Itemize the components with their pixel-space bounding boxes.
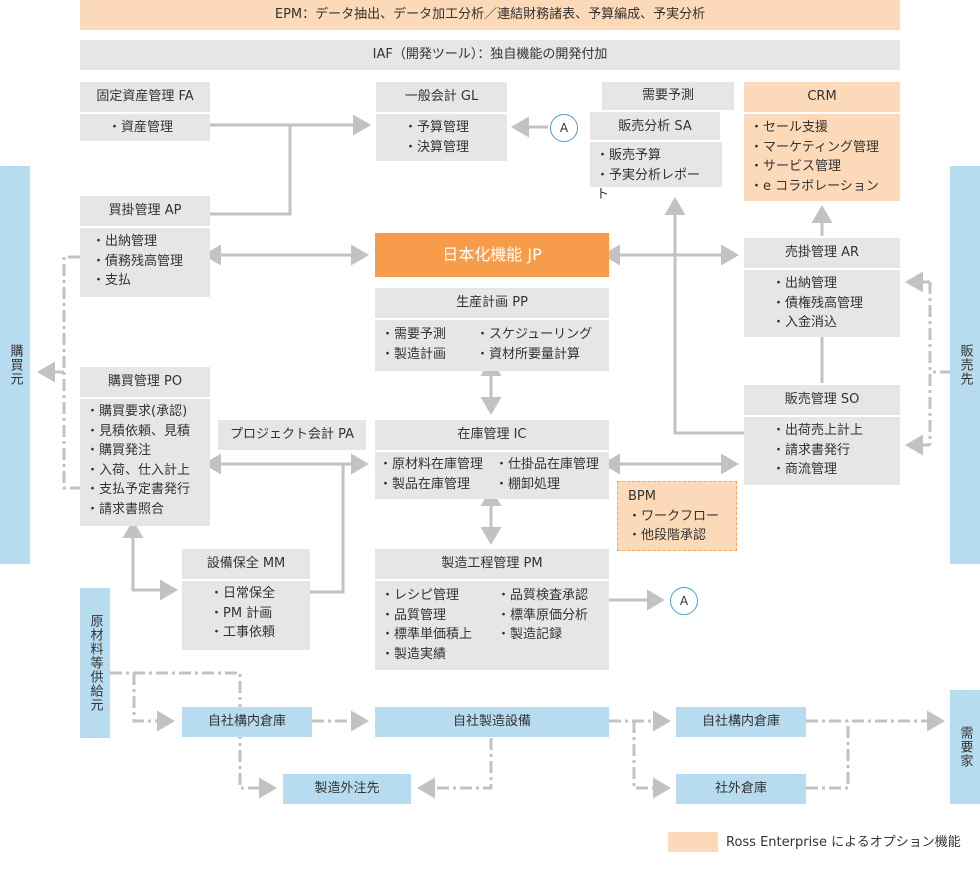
own-factory[interactable]: 自社製造設備 xyxy=(375,707,609,737)
connector-a-bottom: A xyxy=(670,587,698,615)
line-mm-ic xyxy=(310,464,345,594)
sa-module-title[interactable]: 販売分析 SA xyxy=(590,110,722,140)
mm-module-title[interactable]: 設備保全 MM xyxy=(182,549,310,579)
pm-item: ・品質管理 xyxy=(381,607,447,623)
demand-forecast-title[interactable]: 需要予測 xyxy=(602,82,734,110)
own-warehouse-2[interactable]: 自社構内倉庫 xyxy=(676,707,806,737)
gl-module-title[interactable]: 一般会計 GL xyxy=(376,82,507,112)
bpm-item: ・他段階承認 xyxy=(628,528,707,543)
mm-module-body: ・日常保全 ・PM 計画 ・工事依頼 xyxy=(182,581,310,650)
po-module-body: ・購買要求(承認) ・見積依頼、見積 ・購買発注 ・入荷、仕入計上 ・支払予定書… xyxy=(80,399,210,526)
crm-item: ・マーケティング管理 xyxy=(750,139,879,155)
bpm-title: BPM xyxy=(628,489,656,504)
sa-item: ・販売予算 xyxy=(596,148,662,163)
ar-module-title[interactable]: 売掛管理 AR xyxy=(744,238,900,268)
fa-module-title[interactable]: 固定資産管理 FA xyxy=(80,82,210,112)
ic-item: ・製品在庫管理 xyxy=(379,476,471,492)
arrow-so-sa xyxy=(664,197,744,435)
so-item: ・請求書発行 xyxy=(772,442,851,458)
pp-item: ・製造計画 xyxy=(381,346,447,362)
pm-item: ・レシピ管理 xyxy=(381,588,460,603)
gl-item: ・予算管理 xyxy=(404,120,470,135)
ar-item: ・債権残高管理 xyxy=(772,295,864,311)
ap-item: ・債務残高管理 xyxy=(92,253,184,269)
po-item: ・購買要求(承認) xyxy=(86,404,188,419)
arrow-ap-gl xyxy=(210,125,292,216)
mm-item: ・工事依頼 xyxy=(210,625,276,640)
bpm-module[interactable]: BPM ・ワークフロー ・他段階承認 xyxy=(617,481,737,551)
external-warehouse[interactable]: 社外倉庫 xyxy=(676,774,806,804)
so-module-body: ・出荷売上計上 ・請求書発行 ・商流管理 xyxy=(744,417,900,485)
ap-module-title[interactable]: 買掛管理 AP xyxy=(80,196,210,226)
subcontractor[interactable]: 製造外注先 xyxy=(283,774,411,804)
dashed-external-demander xyxy=(806,721,850,790)
mm-item: ・日常保全 xyxy=(210,586,276,601)
seller-label: 販売先 xyxy=(950,166,980,564)
arrow-po-mm xyxy=(122,520,178,601)
ic-item: ・原材料在庫管理 xyxy=(379,457,484,472)
sa-module-body: ・販売予算 ・予実分析レポート xyxy=(590,142,722,202)
so-module-title[interactable]: 販売管理 SO xyxy=(744,385,900,415)
ap-module-body: ・出納管理 ・債務残高管理 ・支払 xyxy=(80,228,210,297)
crm-item: ・サービス管理 xyxy=(750,159,842,174)
dashed-factory-subcontractor xyxy=(417,738,493,799)
pm-item: ・製造実績 xyxy=(381,646,447,662)
po-item: ・入荷、仕入計上 xyxy=(86,462,191,478)
crm-module-body: ・セール支援 ・マーケティング管理 ・サービス管理 ・e コラボレーション xyxy=(744,114,900,201)
ic-module-title[interactable]: 在庫管理 IC xyxy=(375,420,609,450)
ar-item: ・出納管理 xyxy=(772,276,838,291)
pa-module[interactable]: プロジェクト会計 PA xyxy=(218,420,366,450)
po-item: ・支払予定書発行 xyxy=(86,482,191,497)
pm-item: ・標準原価分析 xyxy=(497,607,589,623)
crm-item: ・セール支援 xyxy=(750,120,829,135)
pm-module-title[interactable]: 製造工程管理 PM xyxy=(375,549,609,579)
epm-band: EPM：データ抽出、データ加工分析／連結財務諸表、予算編成、予実分析 xyxy=(80,0,900,30)
po-module-title[interactable]: 購買管理 PO xyxy=(80,367,210,397)
dashed-factory-external xyxy=(632,721,671,799)
fa-module-body: ・資産管理 xyxy=(80,114,210,141)
pm-item: ・標準単価積上 xyxy=(381,627,473,642)
demander-label: 需要家 xyxy=(950,690,980,804)
jp-module[interactable]: 日本化機能 JP xyxy=(375,233,609,277)
ap-item: ・出納管理 xyxy=(92,234,158,249)
ic-item: ・棚卸処理 xyxy=(495,476,561,492)
ic-module-body: ・原材料在庫管理 ・製品在庫管理 ・仕掛品在庫管理 ・棚卸処理 xyxy=(375,452,609,499)
so-item: ・商流管理 xyxy=(772,462,838,477)
ap-item: ・支払 xyxy=(92,273,132,288)
sa-item: ・予実分析レポート xyxy=(596,167,701,203)
supplier-label: 原材料等供給元 xyxy=(80,588,110,738)
bpm-item: ・ワークフロー xyxy=(628,508,720,524)
pp-item: ・資材所要量計算 xyxy=(476,346,581,362)
connector-a-top: A xyxy=(550,114,578,142)
crm-item: ・e コラボレーション xyxy=(750,178,879,194)
po-item: ・請求書照合 xyxy=(86,501,165,517)
pp-item: ・需要予測 xyxy=(381,327,447,342)
legend-swatch xyxy=(668,832,718,852)
fa-item: ・資産管理 xyxy=(108,120,174,135)
ar-item: ・入金消込 xyxy=(772,315,838,330)
gl-item: ・決算管理 xyxy=(404,139,470,155)
pm-item: ・品質検査承認 xyxy=(497,588,589,603)
dashed-supplier-warehouse xyxy=(132,673,175,732)
legend-label: Ross Enterprise によるオプション機能 xyxy=(726,835,961,850)
po-item: ・購買発注 xyxy=(86,443,152,458)
ic-item: ・仕掛品在庫管理 xyxy=(495,457,600,472)
mm-item: ・PM 計画 xyxy=(210,605,273,621)
pp-module-body: ・需要予測 ・製造計画 ・スケジューリング ・資材所要量計算 xyxy=(375,320,609,371)
po-item: ・見積依頼、見積 xyxy=(86,423,191,439)
dashed-ap-po xyxy=(62,255,80,490)
pp-module-title[interactable]: 生産計画 PP xyxy=(375,288,609,318)
pm-item: ・製造記録 xyxy=(497,627,563,642)
gl-module-body: ・予算管理 ・決算管理 xyxy=(376,114,507,161)
so-item: ・出荷売上計上 xyxy=(772,423,864,438)
buyer-label: 購買元 xyxy=(0,166,30,564)
pm-module-body: ・レシピ管理 ・品質管理 ・標準単価積上 ・製造実績 ・品質検査承認 ・標準原価… xyxy=(375,581,609,670)
crm-module-title[interactable]: CRM xyxy=(744,82,900,112)
pp-item: ・スケジューリング xyxy=(476,327,593,342)
iaf-band: IAF（開発ツール）：独自機能の開発付加 xyxy=(80,40,900,70)
ar-module-body: ・出納管理 ・債権残高管理 ・入金消込 xyxy=(744,270,900,337)
own-warehouse-1[interactable]: 自社構内倉庫 xyxy=(182,707,312,737)
